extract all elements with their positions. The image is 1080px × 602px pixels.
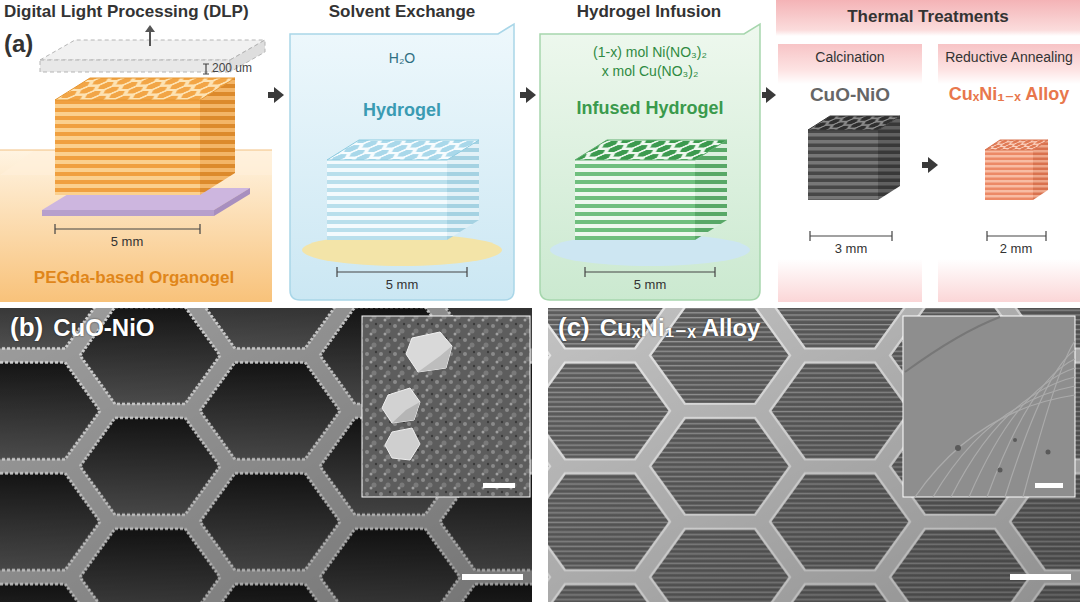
panel-title: CuO-NiO bbox=[53, 314, 154, 343]
material-label: PEGda-based Organogel bbox=[34, 268, 234, 288]
sem-image-oxide-part bbox=[0, 308, 532, 602]
sem-image-alloy-part bbox=[548, 308, 1080, 602]
material-label: CuO-NiO bbox=[810, 84, 890, 107]
panel-title: CuₓNi₁₋ₓ Alloy bbox=[600, 314, 761, 343]
sem-image-oxide-part bbox=[382, 388, 420, 423]
dimension-label: 200 um bbox=[212, 61, 252, 75]
solvent-exchange-illustration-part bbox=[327, 140, 479, 160]
flow-arrow bbox=[268, 92, 279, 98]
chemical-label: H₂O bbox=[389, 50, 415, 67]
dlp-illustration bbox=[0, 25, 272, 302]
sem-image-alloy-part bbox=[915, 341, 1075, 497]
material-label: CuₓNi₁₋ₓ Alloy bbox=[949, 84, 1069, 106]
sem-image-alloy-part bbox=[955, 445, 961, 451]
sem-image-oxide-part bbox=[362, 316, 530, 497]
sem-image-alloy-part bbox=[998, 468, 1003, 473]
hydrogel-infusion-illustration-part bbox=[540, 24, 760, 300]
sem-image-alloy-part bbox=[1005, 350, 1075, 497]
stage-title: Solvent Exchange bbox=[329, 2, 475, 22]
sem-image-alloy-part bbox=[951, 377, 1075, 497]
chemical-label: (1-x) mol Ni(NO₃)₂ bbox=[593, 44, 707, 61]
micrograph-panel: (b) CuO-NiO bbox=[0, 308, 532, 602]
dlp-illustration-part bbox=[40, 40, 265, 60]
sem-image-alloy-part bbox=[548, 308, 1080, 602]
flow-arrow bbox=[762, 92, 771, 98]
dimension-label: 2 mm bbox=[1000, 241, 1033, 257]
sem-image-oxide-part bbox=[0, 308, 532, 602]
stage-title: Hydrogel Infusion bbox=[577, 2, 722, 22]
panel-letter: (c) bbox=[558, 312, 590, 343]
stage-panel: Solvent Exchange bbox=[284, 0, 520, 302]
solvent-exchange-illustration-part bbox=[290, 24, 514, 300]
treatment-band: Reductive Annealing bbox=[938, 44, 1080, 302]
dlp-illustration-part bbox=[40, 60, 230, 72]
hydrogel-infusion-illustration-part bbox=[585, 267, 715, 277]
stage-title: Thermal Treatments bbox=[847, 7, 1009, 27]
sem-image-alloy-part bbox=[1010, 574, 1071, 580]
sem-image-oxide-part bbox=[385, 428, 420, 460]
stage-title: Digital Light Processing (DLP) bbox=[4, 2, 249, 22]
treatment-band: Calcination bbox=[778, 44, 922, 302]
stage-title: Reductive Annealing bbox=[945, 49, 1073, 66]
sem-image-oxide bbox=[0, 308, 532, 602]
sem-image-alloy-part bbox=[955, 438, 1051, 473]
sem-image-alloy-part bbox=[1023, 341, 1075, 497]
stage-panel: Thermal TreatmentsCalcination Reductive A… bbox=[776, 0, 1080, 302]
dlp-illustration-part bbox=[149, 31, 151, 46]
material-label: Infused Hydrogel bbox=[576, 98, 723, 120]
sem-image-oxide-part bbox=[483, 483, 515, 488]
solvent-exchange-illustration bbox=[290, 24, 514, 300]
solvent-exchange-illustration-part bbox=[337, 267, 467, 277]
sem-image-oxide-part bbox=[462, 574, 523, 580]
dlp-illustration-part bbox=[145, 25, 155, 32]
hydrogel-infusion-illustration bbox=[540, 24, 760, 300]
dlp-illustration-part bbox=[42, 210, 214, 216]
sem-image-oxide-part bbox=[392, 402, 420, 423]
sem-image-alloy-part bbox=[903, 316, 1075, 497]
sem-image-alloy-part bbox=[933, 386, 1075, 497]
flow-arrow bbox=[520, 92, 531, 98]
sem-image-oxide-part bbox=[418, 346, 452, 372]
dlp-illustration-part bbox=[55, 78, 235, 100]
hydrogel-infusion-illustration-part bbox=[575, 140, 727, 160]
sem-image-alloy-part bbox=[987, 359, 1075, 497]
dlp-illustration-part bbox=[203, 64, 209, 74]
panel-letter: (a) bbox=[4, 30, 33, 59]
sem-image-oxide-part bbox=[0, 308, 532, 602]
dlp-illustration-part bbox=[55, 224, 200, 234]
micrograph-panel: (c) CuₓNi₁₋ₓ Alloy bbox=[548, 308, 1080, 602]
sem-image-alloy-part bbox=[1046, 450, 1051, 455]
sem-image-alloy-part bbox=[1035, 483, 1063, 488]
stage-title: Calcination bbox=[815, 49, 884, 66]
material-label: Hydrogel bbox=[363, 100, 441, 122]
dlp-illustration-part bbox=[214, 188, 250, 216]
dimension-label: 5 mm bbox=[634, 277, 667, 293]
dimension-label: 5 mm bbox=[111, 234, 144, 250]
sem-image-alloy bbox=[548, 308, 1080, 602]
hydrogel-infusion-illustration-part bbox=[575, 160, 695, 240]
sem-image-alloy-part bbox=[905, 317, 1000, 372]
sem-image-alloy-part bbox=[969, 368, 1075, 497]
dimension-label: 3 mm bbox=[835, 241, 868, 257]
dimension-label: 5 mm bbox=[386, 277, 419, 293]
sem-image-alloy-part bbox=[548, 308, 1080, 602]
chemical-label: x mol Cu(NO₃)₂ bbox=[602, 63, 699, 80]
solvent-exchange-illustration-part bbox=[327, 160, 447, 240]
sem-image-alloy-part bbox=[1013, 438, 1017, 442]
stage-panel: Digital Light Processing (DLP) bbox=[0, 0, 268, 302]
panel-letter: (b) bbox=[10, 312, 43, 343]
sem-image-oxide-part bbox=[406, 332, 452, 372]
dlp-illustration-part bbox=[55, 100, 200, 195]
